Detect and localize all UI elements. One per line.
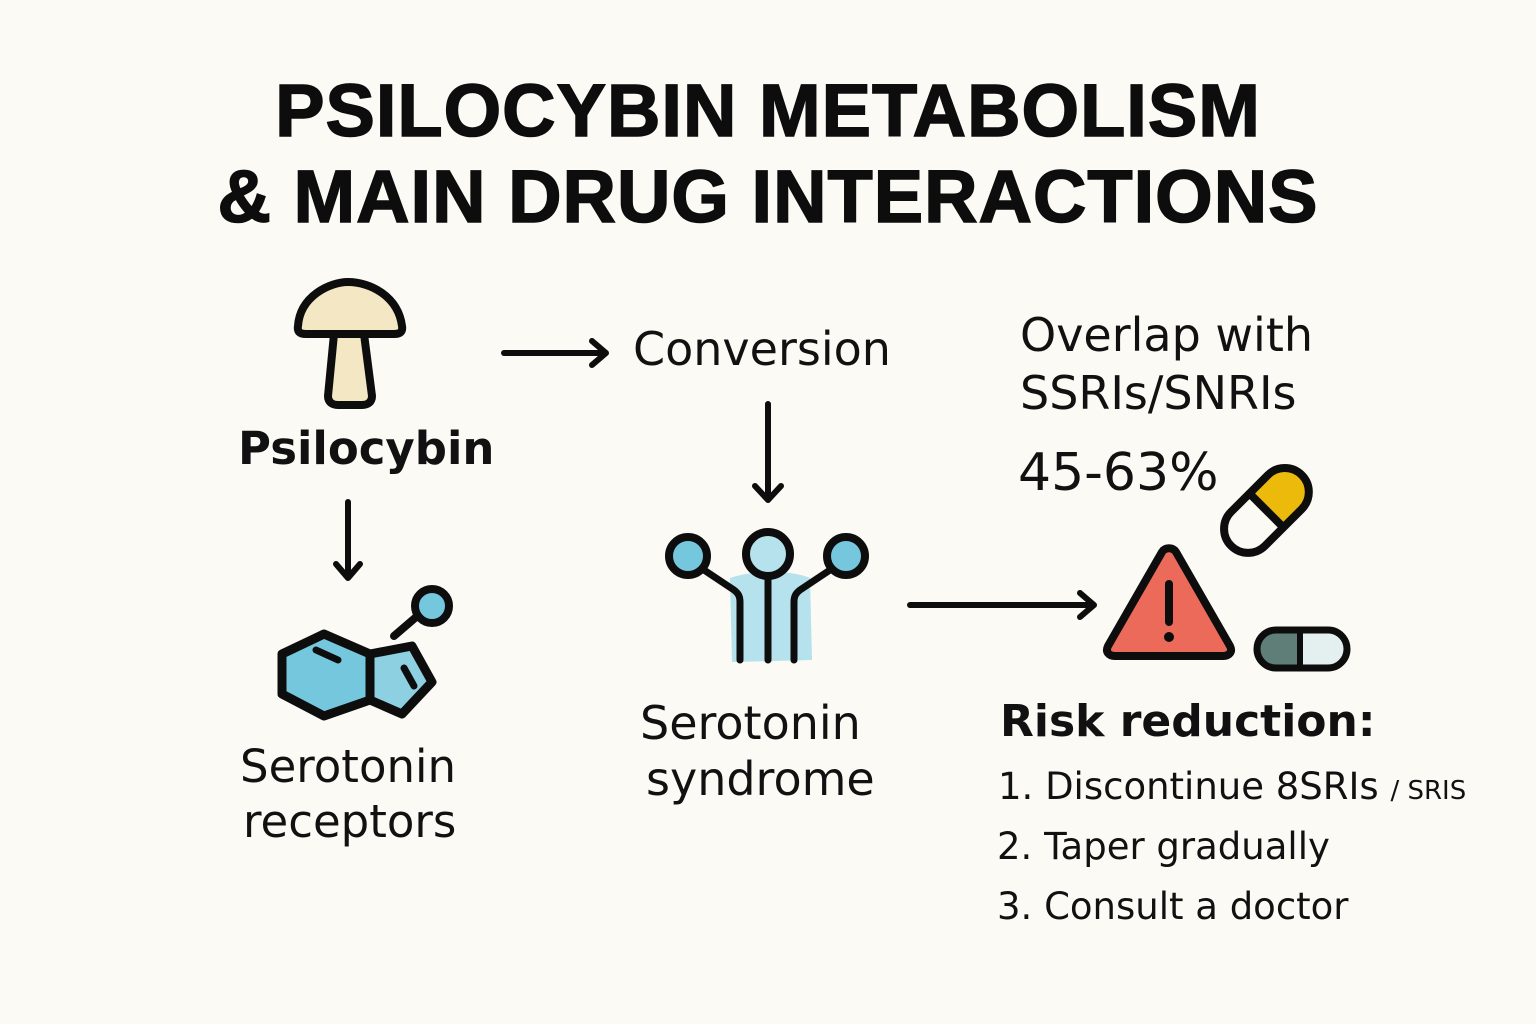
serotonin-receptors-label-1: Serotonin	[240, 740, 457, 793]
pill-icon	[1253, 626, 1351, 672]
arrow-down-icon	[752, 401, 784, 503]
receptor-icon	[665, 528, 869, 664]
arrow-right-icon	[501, 338, 609, 368]
risk-reduction-heading: Risk reduction:	[1000, 696, 1376, 747]
overlap-label-2: SSRIs/SNRIs	[1020, 366, 1297, 420]
serotonin-receptors-label-2: receptors	[243, 795, 457, 848]
risk-item-1-suffix: / SRIS	[1390, 776, 1467, 806]
serotonin-syndrome-label-1: Serotonin	[640, 696, 861, 750]
warning-icon	[1103, 544, 1235, 660]
overlap-percentage: 45-63%	[1018, 443, 1219, 503]
capsule-icon	[1220, 464, 1313, 557]
molecule-icon	[277, 585, 453, 721]
arrow-down-icon	[333, 499, 363, 581]
arrow-right-icon	[907, 590, 1097, 620]
mushroom-icon	[293, 278, 407, 409]
risk-item-3: 3. Consult a doctor	[997, 885, 1349, 928]
risk-item-1: 1. Discontinue 8SRIs / SRIS	[998, 768, 1466, 805]
psilocybin-label: Psilocybin	[238, 422, 495, 475]
overlap-label-1: Overlap with	[1020, 308, 1314, 362]
serotonin-syndrome-label-2: syndrome	[646, 752, 875, 806]
risk-item-2: 2. Taper gradually	[997, 825, 1330, 868]
risk-item-1-text: 1. Discontinue 8SRIs	[998, 765, 1379, 808]
conversion-label: Conversion	[633, 322, 891, 376]
title-line-2: & MAIN DRUG INTERACTIONS	[217, 155, 1319, 238]
title-line-1: PSILOCYBIN METABOLISM	[274, 69, 1261, 152]
